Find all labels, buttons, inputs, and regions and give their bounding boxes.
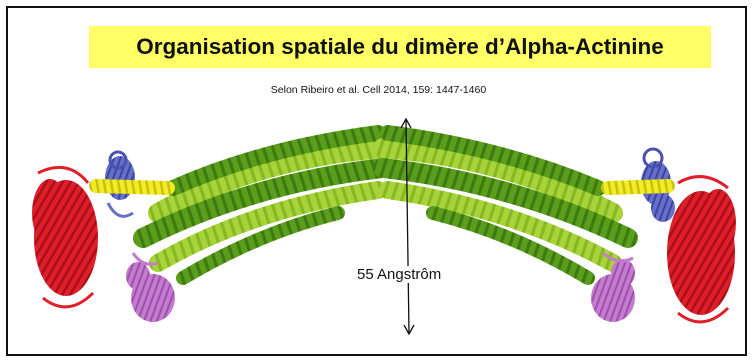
dimension-label: 55 Angstrôm (353, 266, 446, 283)
double-headed-arrow-icon (400, 117, 415, 336)
right-actin-binding-domain (667, 175, 736, 324)
left-actin-binding-domain (32, 165, 98, 309)
right-ef-hand-domain (591, 251, 635, 322)
slide: Organisation spatiale du dimère d’Alpha-… (6, 6, 747, 356)
citation: Selon Ribeiro et al. Cell 2014, 159: 144… (270, 84, 487, 96)
left-ef-hand-domain (126, 252, 175, 322)
protein-structure-illustration (32, 117, 736, 336)
right-neck-helix (601, 179, 675, 195)
title-highlight: Organisation spatiale du dimère d’Alpha-… (89, 26, 711, 68)
spectrin-rod-bundle (133, 125, 638, 285)
slide-title: Organisation spatiale du dimère d’Alpha-… (136, 34, 664, 59)
left-neck-helix (89, 179, 175, 195)
